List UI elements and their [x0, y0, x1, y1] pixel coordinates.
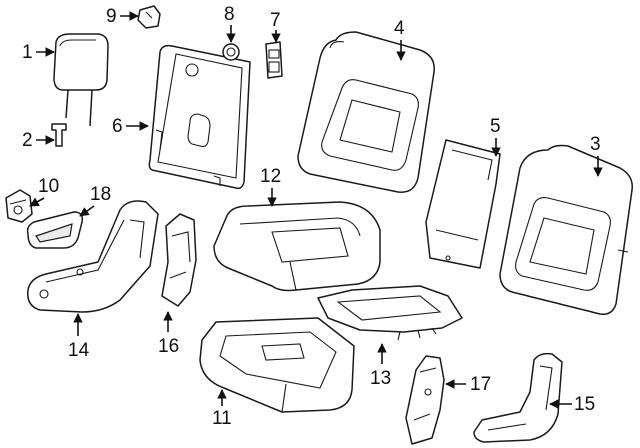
bracket-part — [5, 189, 33, 223]
callout-11: 11 — [212, 389, 232, 429]
back-frame-part — [425, 139, 501, 269]
callout-7: 7 — [270, 10, 281, 43]
outer-trim-part — [473, 352, 563, 443]
callout-11-label: 11 — [212, 408, 232, 429]
callout-13-label: 13 — [370, 368, 391, 389]
inner-trim-part — [405, 355, 445, 445]
seat-back-panel-part — [148, 44, 251, 190]
seat-back-assembly-right-part — [499, 144, 633, 316]
callout-9-label: 9 — [106, 6, 117, 27]
headrest-part — [53, 33, 109, 127]
callout-1: 1 — [22, 42, 55, 63]
callout-5: 5 — [490, 116, 501, 157]
callout-6-label: 6 — [112, 116, 123, 137]
callout-4-label: 4 — [394, 18, 405, 39]
seat-back-assembly-upper-part — [297, 31, 435, 193]
callout-10-label: 10 — [38, 176, 59, 197]
callout-16-label: 16 — [158, 336, 179, 357]
callout-7-label: 7 — [270, 10, 281, 31]
callout-12-label: 12 — [260, 166, 281, 187]
cushion-frame-part — [317, 285, 463, 341]
headrest-guide-part — [51, 123, 67, 147]
callout-2: 2 — [22, 130, 55, 151]
callout-1-label: 1 — [22, 42, 33, 63]
callout-3-label: 3 — [590, 134, 601, 155]
callout-16: 16 — [158, 311, 179, 357]
seat-cushion-part — [213, 201, 381, 292]
clip-part — [137, 5, 161, 29]
callout-3: 3 — [590, 134, 603, 177]
callout-18-label: 18 — [90, 184, 111, 205]
seat-base-part — [199, 317, 355, 413]
callout-10: 10 — [29, 176, 59, 207]
callout-15: 15 — [549, 394, 595, 415]
callout-5-label: 5 — [490, 116, 501, 137]
callout-8: 8 — [224, 4, 236, 43]
callout-4: 4 — [394, 18, 406, 61]
callout-15-label: 15 — [574, 394, 595, 415]
latch-cover-part — [265, 41, 283, 79]
callout-8-label: 8 — [224, 4, 235, 25]
recliner-cover-part — [161, 213, 197, 307]
side-shield-part — [27, 200, 159, 313]
callout-13: 13 — [370, 343, 391, 389]
callout-9: 9 — [106, 6, 139, 27]
callout-14: 14 — [68, 313, 90, 361]
callout-14-label: 14 — [68, 340, 90, 361]
callout-6: 6 — [112, 116, 149, 137]
callout-12: 12 — [260, 166, 281, 207]
callout-17: 17 — [445, 374, 491, 395]
callout-2-label: 2 — [22, 130, 33, 151]
trim-bezel-part — [26, 211, 84, 249]
callout-18: 18 — [79, 184, 111, 217]
bushing-part — [222, 43, 240, 61]
callout-17-label: 17 — [470, 374, 491, 395]
